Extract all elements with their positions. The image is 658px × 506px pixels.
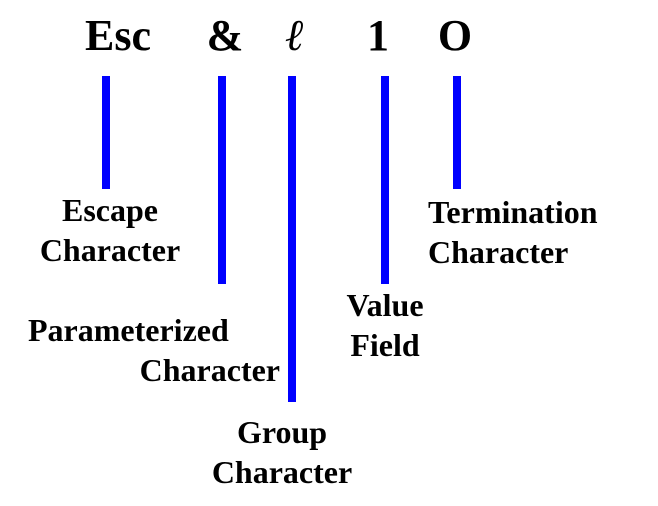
group-label: Group Character <box>192 412 372 492</box>
escape-label: Escape Character <box>20 190 200 270</box>
escape-label-line-2: Character <box>39 232 181 268</box>
escape-glyph: Esc <box>85 11 151 60</box>
group-glyph: ℓ <box>285 10 305 61</box>
parameterized-label-line-1: Parameterized <box>28 312 229 348</box>
termination-label: Termination Character <box>428 192 648 272</box>
parameterized-glyph: & <box>206 11 244 60</box>
group-label-line-2: Character <box>211 454 353 490</box>
termination-glyph: O <box>437 11 473 60</box>
group-connector <box>288 76 296 402</box>
value-label-line-2: Field <box>350 327 420 363</box>
group-label-line-1: Group <box>236 414 328 450</box>
termination-connector <box>453 76 461 189</box>
escape-connector <box>102 76 110 189</box>
value-connector <box>381 76 389 284</box>
parameterized-label: Parameterized Character <box>28 310 280 390</box>
escape-label-line-1: Escape <box>62 192 158 228</box>
termination-label-line-1: Termination <box>428 194 598 230</box>
value-label-line-1: Value <box>346 287 424 323</box>
parameterized-label-line-2: Character <box>139 352 280 388</box>
value-label: Value Field <box>330 285 440 365</box>
value-glyph: 1 <box>367 11 389 60</box>
termination-label-line-2: Character <box>428 234 569 270</box>
parameterized-connector <box>218 76 226 284</box>
